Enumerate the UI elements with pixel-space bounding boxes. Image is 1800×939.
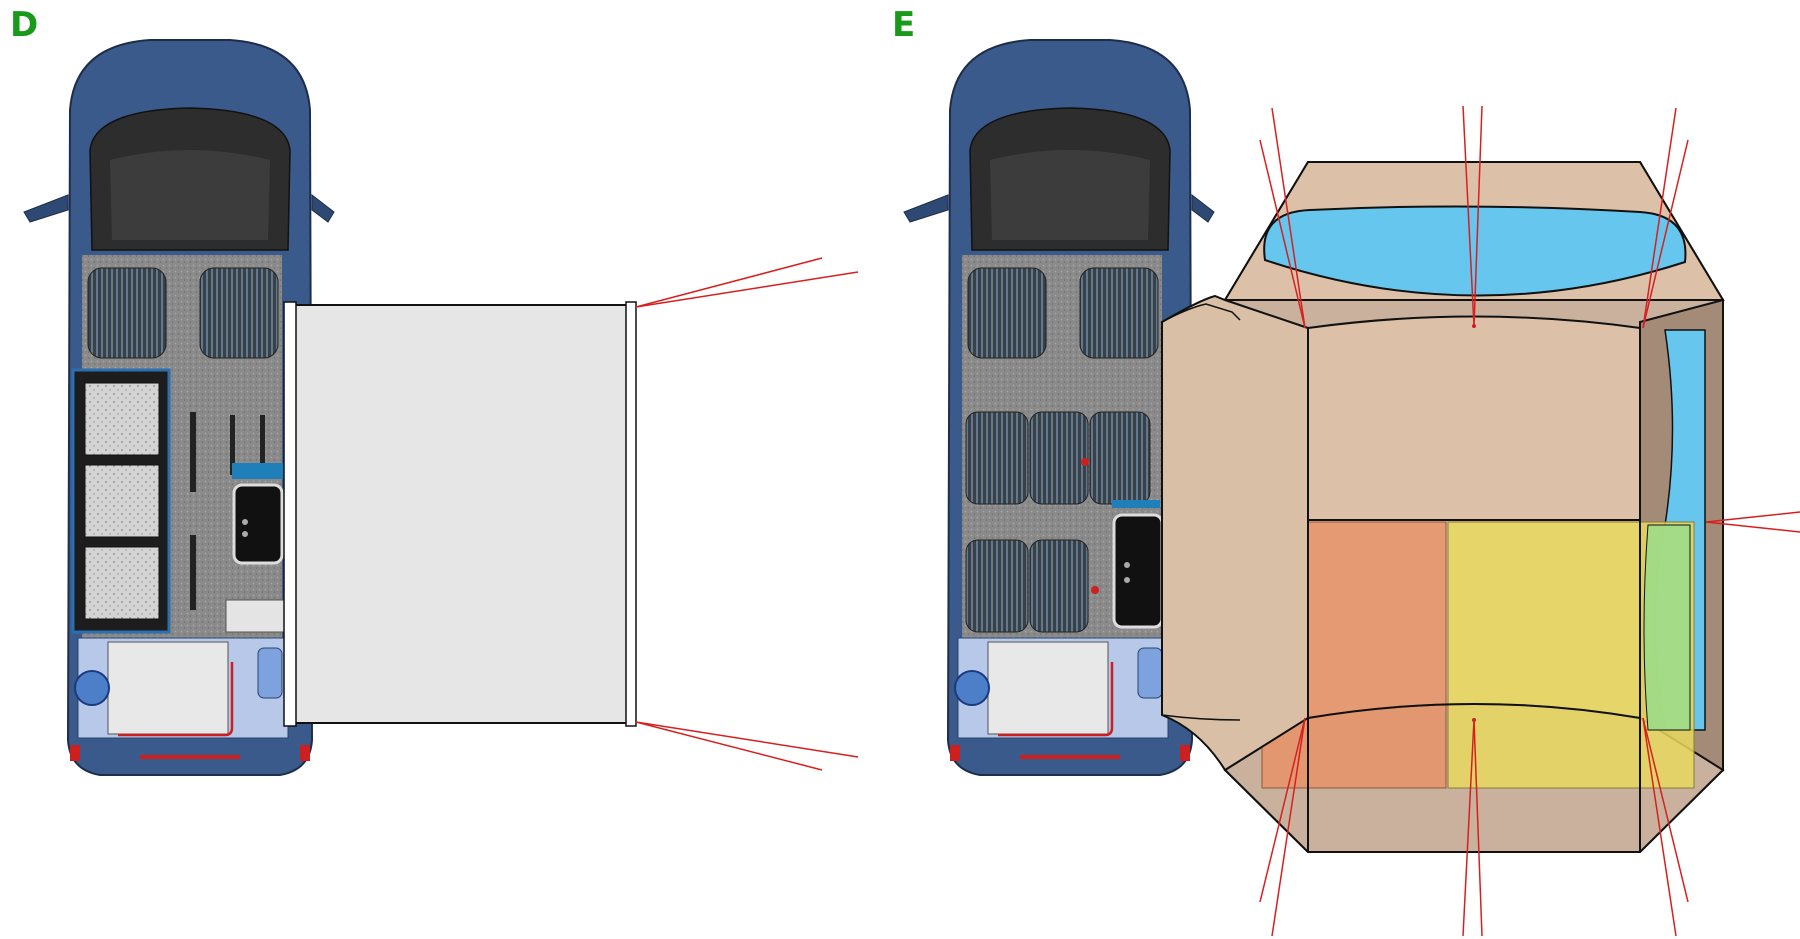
bench-seat: [965, 539, 1029, 633]
panel-label-e: E: [892, 5, 916, 45]
guy-line: [635, 721, 823, 771]
sink: [1112, 513, 1164, 629]
guy-line: [1473, 105, 1483, 327]
awning-front-bar: [625, 301, 637, 727]
awning-cassette: [283, 301, 297, 727]
bench-seat: [965, 411, 1029, 505]
bed-cushion: [84, 382, 160, 456]
panel-e-tent: [1161, 161, 1725, 853]
guy-line: [1642, 107, 1677, 329]
guy-line: [1642, 139, 1689, 329]
guy-line: [635, 721, 859, 758]
panel-d-van: [22, 38, 336, 777]
guy-line: [635, 271, 859, 308]
panel-e-guy-lines: [1259, 105, 1800, 937]
panel-label-d: D: [10, 5, 39, 45]
guy-line: [1705, 521, 1800, 533]
guy-line: [1473, 719, 1483, 937]
guy-line: [1462, 719, 1475, 937]
bench-seat: [1029, 411, 1089, 505]
guy-line: [1705, 511, 1800, 523]
bed-cushion: [84, 464, 160, 538]
sink: [232, 483, 284, 565]
guy-line: [1259, 717, 1306, 903]
tent-window-top: [1263, 205, 1687, 297]
panel-e-van: [902, 38, 1216, 777]
panel-d-awning: [283, 257, 859, 771]
guy-line: [1259, 139, 1306, 329]
kitchen-counter: [232, 463, 284, 479]
guy-line: [1642, 717, 1689, 903]
guy-line: [1271, 107, 1306, 329]
guy-line: [1642, 717, 1677, 937]
guy-line: [1462, 105, 1475, 327]
guy-line: [635, 257, 823, 308]
tent-tunnel: [1161, 294, 1309, 772]
gas-bottles: [225, 599, 285, 633]
bench-seat: [1089, 411, 1151, 505]
bench-seat: [1029, 539, 1089, 633]
guy-line: [1271, 717, 1306, 937]
bed-cushion: [84, 546, 160, 620]
